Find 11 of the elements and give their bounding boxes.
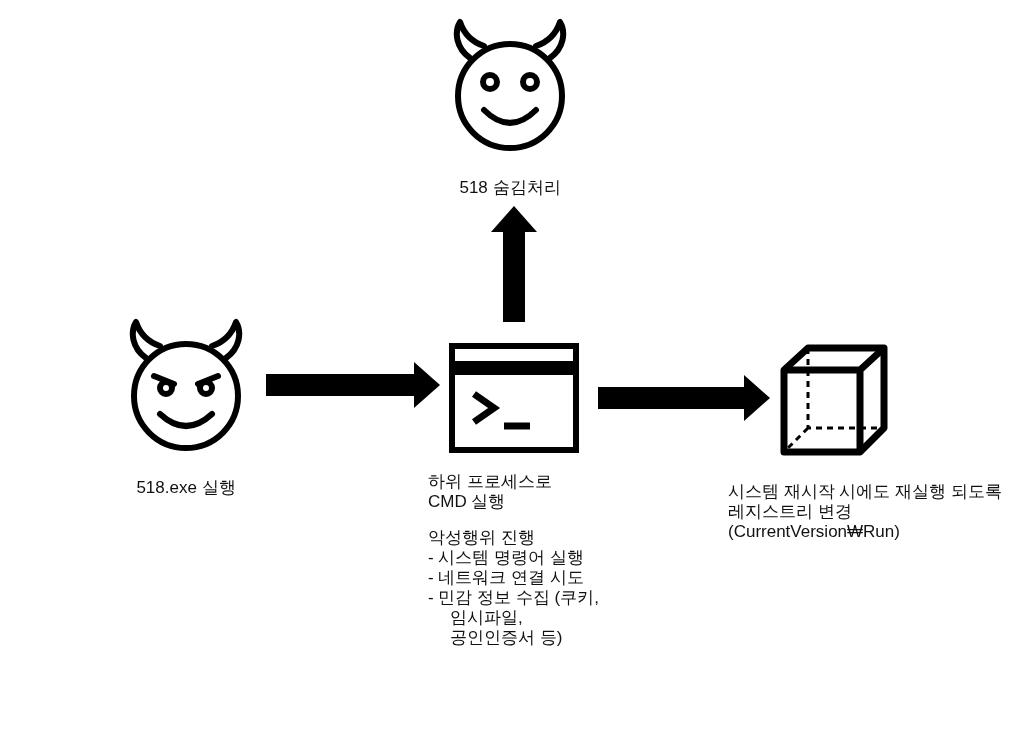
caption-text: 하위 프로세스로 CMD 실행	[428, 472, 553, 512]
block-arrow	[491, 206, 537, 322]
caption-text: 518 숨김처리	[458, 178, 562, 198]
block-arrow	[598, 375, 770, 421]
caption-text: 518.exe 실행	[135, 478, 237, 498]
list-item: - 시스템 명령어 실행	[428, 548, 585, 568]
block-arrow	[266, 362, 440, 408]
caption-text: 시스템 재시작 시에도 재실행 되도록 레지스트리 변경 (CurrentVersion₩Run)	[728, 482, 1003, 542]
list-item: - 민감 정보 수집 (쿠키, 임시파일, 공인인증서 등)	[428, 588, 600, 648]
list-item: - 네트워크 연결 시도	[428, 568, 585, 588]
caption-text: 악성행위 진행	[428, 528, 536, 548]
